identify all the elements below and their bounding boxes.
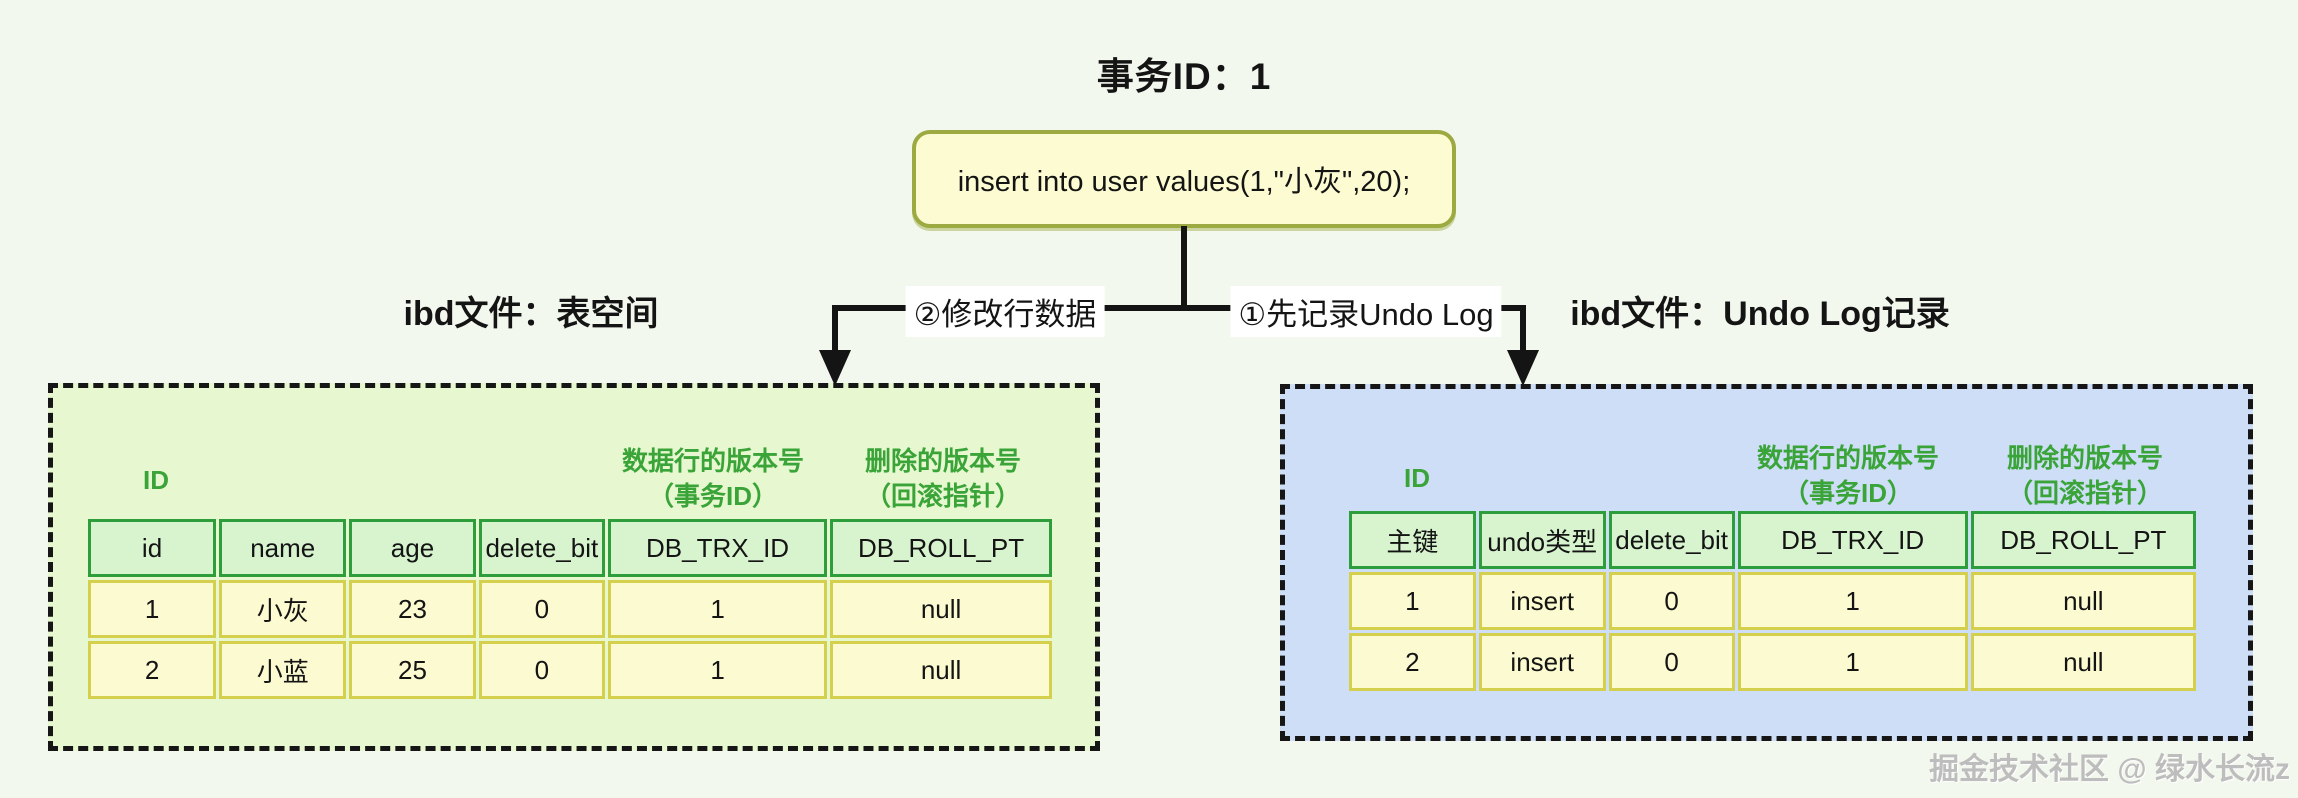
column-header: delete_bit [478,519,605,577]
table-cell: null [1970,572,2196,630]
column-header: DB_ROLL_PT [1970,511,2196,569]
column-header: undo类型 [1478,511,1606,569]
delete-version-annotation: 删除的版本号 （回滚指针） [864,446,1022,512]
table-cell: 23 [349,580,476,638]
row-version-annotation: 数据行的版本号 （事务ID） [1756,443,1940,509]
table-cell: 小蓝 [219,641,347,699]
sql-statement-box: insert into user values(1,"小灰",20); [912,130,1456,228]
column-header: DB_TRX_ID [607,519,828,577]
column-header: DB_ROLL_PT [830,519,1052,577]
sql-statement-text: insert into user values(1,"小灰",20); [957,166,1411,198]
table-cell: 1 [1737,633,1968,691]
column-header: delete_bit [1608,511,1735,569]
table-cell: 2 [1349,633,1476,691]
table-cell: null [830,580,1052,638]
undo-log-panel-title: ibd文件：Undo Log记录 [1570,295,1950,333]
table-cell: 1 [1737,572,1968,630]
table-cell: 0 [1608,633,1735,691]
table-cell: 1 [1349,572,1476,630]
table-cell: 1 [607,580,828,638]
table-cell: insert [1478,572,1606,630]
edge-label-record-undo-log: ①先记录Undo Log [1230,286,1502,337]
arrowhead-left [819,350,851,386]
page-title: 事务ID：1 [1096,56,1272,97]
watermark-text: 掘金技术社区 @ 绿水长流z [1929,753,2290,786]
column-header: DB_TRX_ID [1737,511,1968,569]
table-cell: 1 [88,580,217,638]
table-cell: 2 [88,641,217,699]
column-header: age [349,519,476,577]
id-annotation: ID [1404,463,1430,493]
table-cell: 0 [478,641,605,699]
arrowhead-right [1507,350,1539,386]
table-cell: null [1970,633,2196,691]
table-cell: insert [1478,633,1606,691]
tablespace-panel-title: ibd文件：表空间 [403,295,659,333]
edge-label-modify-rows: ②修改行数据 [905,286,1105,337]
row-version-annotation: 数据行的版本号 （事务ID） [621,446,805,512]
table-cell: 1 [607,641,828,699]
table-cell: 0 [1608,572,1735,630]
table-cell: null [830,641,1052,699]
column-header: id [88,519,217,577]
id-annotation: ID [143,465,169,495]
column-header: 主键 [1349,511,1476,569]
table-cell: 25 [349,641,476,699]
table-cell: 小灰 [219,580,347,638]
column-header: name [219,519,347,577]
delete-version-annotation: 删除的版本号 （回滚指针） [2006,443,2164,509]
table-cell: 0 [478,580,605,638]
